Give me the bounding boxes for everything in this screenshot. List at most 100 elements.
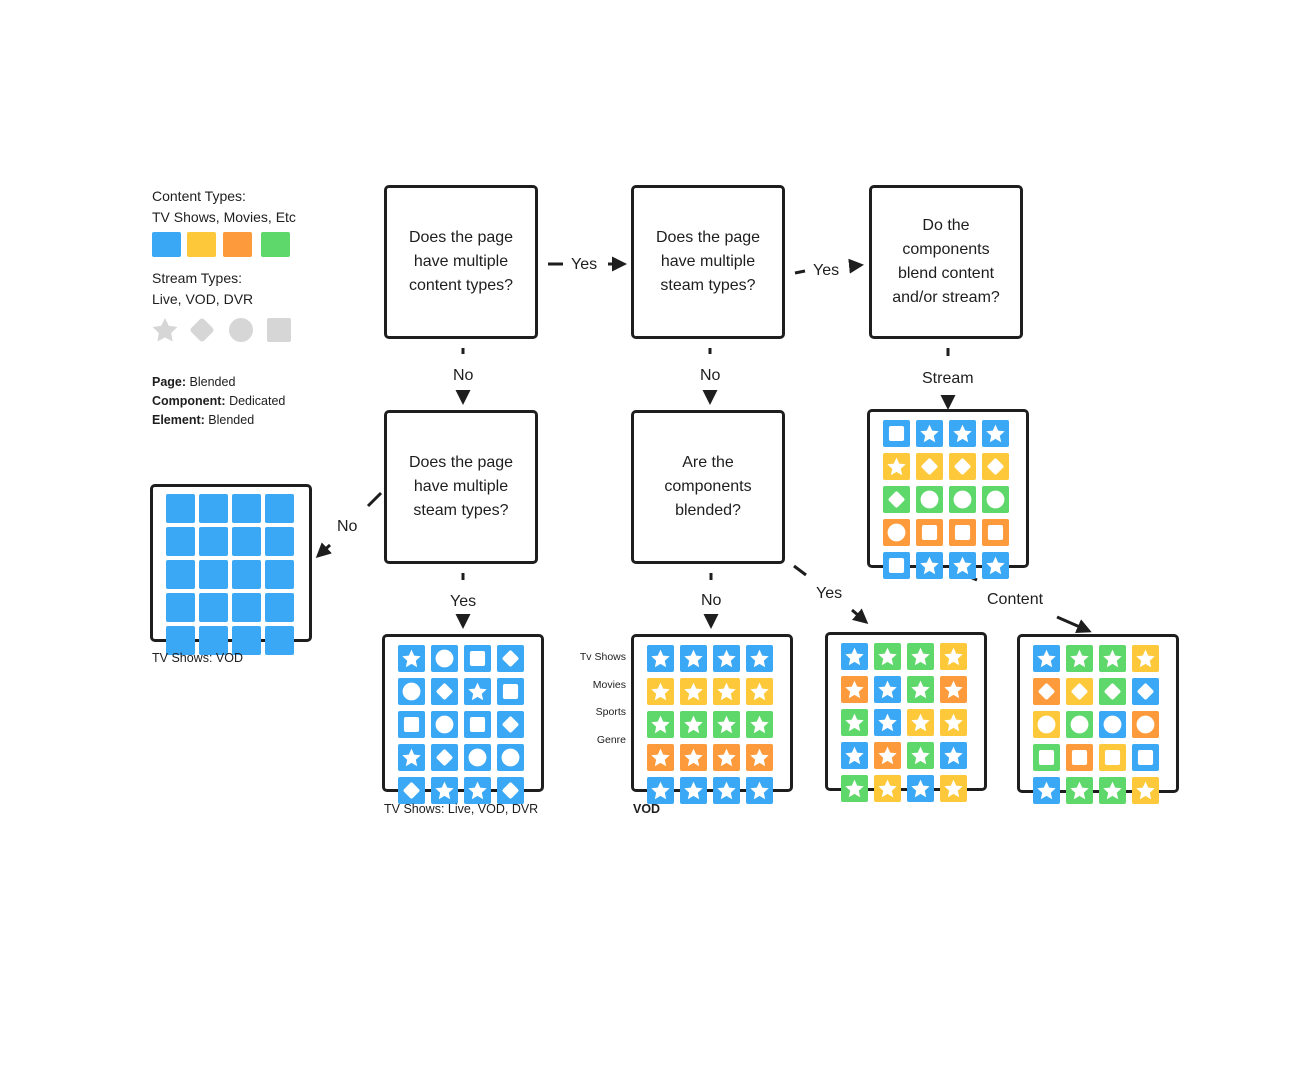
page-level-note: Page: Blended [152,375,236,389]
star-icon [944,746,963,765]
star-icon [651,649,670,668]
caption-tv-shows-all-streams: TV Shows: Live, VOD, DVR [384,802,539,816]
swatch-blue [152,232,181,257]
circle-icon [1037,715,1056,734]
star-icon [911,680,930,699]
star-icon [435,781,454,800]
star-icon [717,682,736,701]
tiles-single [166,494,294,655]
star-icon [717,781,736,800]
star-icon [717,748,736,767]
edge-label-stream: Stream [922,370,974,387]
star-icon [878,680,897,699]
star-icon [878,647,897,666]
square-icon [502,683,519,700]
star-icon [1037,649,1056,668]
star-icon [1136,649,1155,668]
tiles-dedicated [647,645,773,804]
grid-tile [166,527,195,556]
diamond-icon [954,458,971,475]
star-icon [845,713,864,732]
grid-tile [265,560,294,589]
swatch-green [261,232,290,257]
star-icon [684,715,703,734]
star-icon [911,713,930,732]
stream-types-subtitle: Live, VOD, DVR [152,291,254,307]
tiles-blended-content [1033,645,1159,804]
arrow-q3-content-b [1056,615,1092,634]
question-components-blended: Are the components blended? [631,410,785,564]
star-icon [887,457,906,476]
caption-tv-shows-vod: TV Shows: VOD [152,651,243,665]
grid-tile [232,560,261,589]
grid-tile [199,494,228,523]
grid-tile [232,626,261,655]
square-icon [954,524,971,541]
edge-label-yes-q2: Yes [813,262,840,279]
star-icon [684,682,703,701]
star-icon [684,781,703,800]
question-multiple-content: Does the page have multiple content type… [384,185,538,339]
star-icon [845,779,864,798]
circle-icon [435,715,454,734]
grid-tile [265,494,294,523]
grid-tile [166,626,195,655]
square-icon [987,524,1004,541]
tiles-blended-stream [883,420,1009,579]
edge-label-no-q5: No [701,592,722,609]
star-icon [944,779,963,798]
diamond-icon [987,458,1004,475]
circle-icon [468,748,487,767]
diamond-icon [436,749,453,766]
star-icon [953,556,972,575]
star-icon [651,748,670,767]
grid-tile [199,527,228,556]
grid-tile [232,593,261,622]
diamond-icon [403,782,420,799]
arrow-q5-yes-a [793,564,807,577]
square-icon [888,425,905,442]
arrow-q5-yes-b [851,608,869,624]
question-multiple-stream-single-content: Does the page have multiple steam types? [384,410,538,564]
square-icon [921,524,938,541]
star-icon [651,781,670,800]
edge-label-no-q1: No [453,367,474,384]
square-icon [1071,749,1088,766]
star-icon [920,424,939,443]
diamond-icon [1071,683,1088,700]
star-icon [750,781,769,800]
arrow-q2-q3-b [848,258,864,274]
grid-tile [199,593,228,622]
circle-icon [501,748,520,767]
star-icon [1103,649,1122,668]
star-icon [986,424,1005,443]
grid-tile [232,494,261,523]
circle-icon [887,523,906,542]
edge-label-content: Content [987,591,1044,608]
star-icon [1037,781,1056,800]
star-icon [944,647,963,666]
content-types-subtitle: TV Shows, Movies, Etc [152,209,296,225]
square-icon [469,716,486,733]
star-icon [845,647,864,666]
star-icon [878,746,897,765]
star-icon [750,649,769,668]
circle-icon [1103,715,1122,734]
star-icon [911,746,930,765]
star-icon [1103,781,1122,800]
question-blend-content-stream: Do the components blend content and/or s… [869,185,1023,339]
edge-label-no-q2: No [700,367,721,384]
star-icon [986,556,1005,575]
grid-tile [166,494,195,523]
diamond-icon [1137,683,1154,700]
star-icon [402,748,421,767]
edge-label-yes-q5: Yes [816,585,843,602]
square-icon [1137,749,1154,766]
grid-tile [265,626,294,655]
grid-tile [166,560,195,589]
diamond-icon [502,782,519,799]
diamond-icon [436,683,453,700]
star-icon [944,713,963,732]
